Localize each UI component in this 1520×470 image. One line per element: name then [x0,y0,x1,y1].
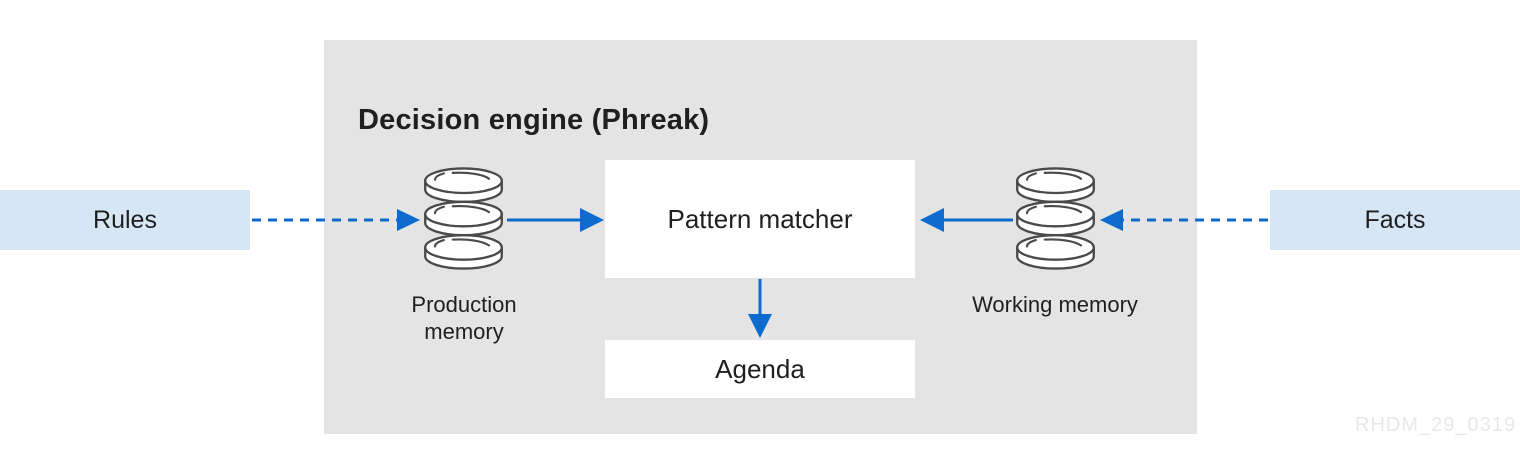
rules-label: Rules [93,205,157,234]
working-memory-database-icon [1014,167,1097,271]
database-icon [424,167,503,270]
pattern-matcher-label: Pattern matcher [667,203,853,234]
agenda-box: Agenda [605,340,915,398]
facts-box: Facts [1270,190,1520,250]
production-memory-database-icon [422,167,505,271]
working-memory-label: Working memory [972,292,1138,317]
database-icon [1016,167,1095,270]
pattern-matcher-box: Pattern matcher [605,160,915,278]
agenda-label: Agenda [715,353,805,384]
watermark-text: RHDM_29_0319 [1355,414,1516,436]
rules-box: Rules [0,190,250,250]
panel-title: Decision engine (Phreak) [358,104,710,136]
production-memory-label: Production memory [411,292,517,344]
facts-label: Facts [1364,205,1426,234]
